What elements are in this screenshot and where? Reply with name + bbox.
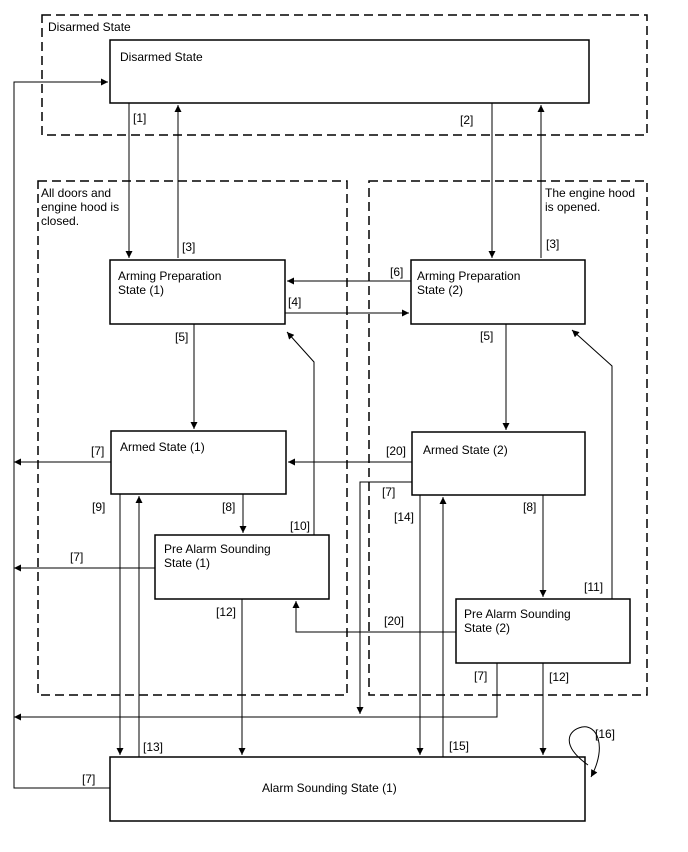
arrow-t7-armed-2 — [356, 481, 412, 714]
label-t7-armed-2: [7] — [382, 485, 395, 499]
label-t20-bottom: [20] — [384, 614, 404, 628]
arrow-t20-bottom — [292, 601, 456, 633]
state-arming-prep-2: Arming Preparation State (2) — [410, 259, 586, 325]
label-t3-left: [3] — [182, 240, 195, 254]
state-arming-prep-2-line2: State (2) — [417, 283, 463, 297]
state-pre-alarm-2-line2: State (2) — [464, 621, 510, 635]
region-disarmed-caption: Disarmed State — [48, 20, 131, 34]
label-t5-right: [5] — [480, 329, 493, 343]
state-armed-1: Armed State (1) — [110, 430, 287, 495]
state-disarmed: Disarmed State — [109, 39, 590, 104]
label-t3-right: [3] — [546, 237, 559, 251]
region-hood-opened — [368, 180, 648, 696]
state-alarm-sounding: Alarm Sounding State (1) — [109, 756, 586, 822]
label-t5-left: [5] — [175, 330, 188, 344]
region-closed-caption-3: closed. — [41, 214, 79, 228]
region-closed-caption-2: engine hood is — [41, 200, 119, 214]
region-opened-caption-1: The engine hood — [545, 186, 635, 200]
label-t7-alarm: [7] — [82, 772, 95, 786]
label-t7-armed-1: [7] — [91, 444, 104, 458]
label-t8-left: [8] — [222, 500, 235, 514]
label-t6: [6] — [390, 265, 403, 279]
arrow-t11 — [571, 329, 613, 599]
label-t10: [10] — [290, 519, 310, 533]
arrow-t10 — [286, 331, 315, 535]
arrow-t7-alarm — [13, 78, 110, 789]
label-t12-left: [12] — [216, 605, 236, 619]
state-pre-alarm-1-line2: State (1) — [164, 556, 210, 570]
state-armed-2: Armed State (2) — [411, 431, 586, 496]
transition-labels: [1] [2] [3] [3] [6] [4] [5] [5] [7] [20]… — [70, 111, 615, 786]
label-t20-top: [20] — [386, 444, 406, 458]
region-closed-caption-1: All doors and — [41, 186, 111, 200]
region-frames — [37, 14, 648, 696]
label-t1: [1] — [133, 111, 146, 125]
label-t2: [2] — [460, 113, 473, 127]
state-pre-alarm-2-line1: Pre Alarm Sounding — [464, 607, 571, 621]
label-t11: [11] — [584, 580, 603, 594]
label-t13: [13] — [143, 740, 163, 754]
state-armed-2-label: Armed State (2) — [423, 443, 508, 457]
label-t8-right: [8] — [523, 500, 536, 514]
label-t9: [9] — [92, 500, 105, 514]
state-alarm-sounding-label: Alarm Sounding State (1) — [262, 781, 397, 795]
label-t12-right: [12] — [549, 670, 569, 684]
arrow-t16-self-loop — [568, 726, 600, 778]
region-opened-caption-2: is opened. — [545, 200, 600, 214]
arrow-t7-pre-alarm-2 — [14, 663, 498, 721]
region-doors-closed — [37, 180, 348, 696]
state-pre-alarm-1-line1: Pre Alarm Sounding — [164, 542, 271, 556]
state-pre-alarm-2: Pre Alarm Sounding State (2) — [455, 598, 631, 664]
state-pre-alarm-1: Pre Alarm Sounding State (1) — [154, 534, 330, 600]
label-t14: [14] — [394, 510, 414, 524]
region-disarmed — [41, 14, 648, 136]
transition-lines — [13, 78, 613, 789]
label-t15: [15] — [449, 739, 469, 753]
state-arming-prep-2-line1: Arming Preparation — [417, 269, 520, 283]
state-arming-prep-1: Arming Preparation State (1) — [109, 259, 286, 325]
label-t4: [4] — [288, 295, 301, 309]
label-t7-pre-alarm-1: [7] — [70, 550, 83, 564]
label-t7-pre-alarm-2: [7] — [474, 669, 487, 683]
label-t16: [16] — [595, 727, 615, 741]
state-armed-1-label: Armed State (1) — [120, 440, 205, 454]
state-arming-prep-1-line2: State (1) — [118, 283, 164, 297]
state-arming-prep-1-line1: Arming Preparation — [118, 269, 221, 283]
state-disarmed-label: Disarmed State — [120, 50, 203, 64]
